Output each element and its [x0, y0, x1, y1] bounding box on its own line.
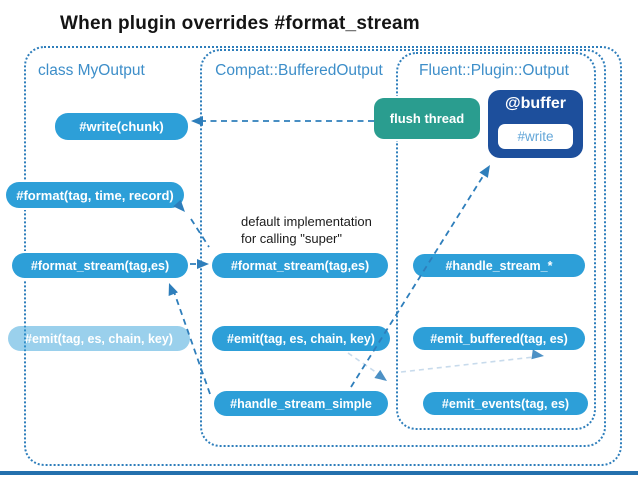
- annotation-line-2: for calling "super": [241, 231, 342, 246]
- box-buffer: @buffer #write: [488, 90, 583, 158]
- box-emit-myoutput-faded: #emit(tag, es, chain, key): [8, 326, 190, 351]
- buffer-write-box: #write: [498, 124, 573, 149]
- annotation-default-implementation: default implementation for calling "supe…: [241, 213, 372, 247]
- box-emit-compat: #emit(tag, es, chain, key): [212, 326, 390, 351]
- slide-title: When plugin overrides #format_stream: [60, 13, 420, 34]
- box-format-stream-compat: #format_stream(tag,es): [212, 253, 388, 278]
- box-emit-buffered: #emit_buffered(tag, es): [413, 327, 585, 350]
- label-class-myoutput: class MyOutput: [38, 62, 145, 79]
- buffer-title: @buffer: [505, 95, 566, 112]
- container-compat-bufferedoutput: [200, 49, 606, 447]
- footer-rule: [0, 471, 638, 475]
- box-emit-events: #emit_events(tag, es): [423, 392, 588, 415]
- box-flush-thread: flush thread: [374, 98, 480, 139]
- box-format-stream-myoutput: #format_stream(tag,es): [12, 253, 188, 278]
- box-format: #format(tag, time, record): [6, 182, 184, 208]
- label-fluent-plugin-output: Fluent::Plugin::Output: [419, 62, 569, 79]
- label-compat-bufferedoutput: Compat::BufferedOutput: [215, 62, 383, 79]
- box-handle-stream-simple: #handle_stream_simple: [214, 391, 388, 416]
- annotation-line-1: default implementation: [241, 214, 372, 229]
- box-handle-stream-star: #handle_stream_*: [413, 254, 585, 277]
- box-write-chunk: #write(chunk): [55, 113, 188, 140]
